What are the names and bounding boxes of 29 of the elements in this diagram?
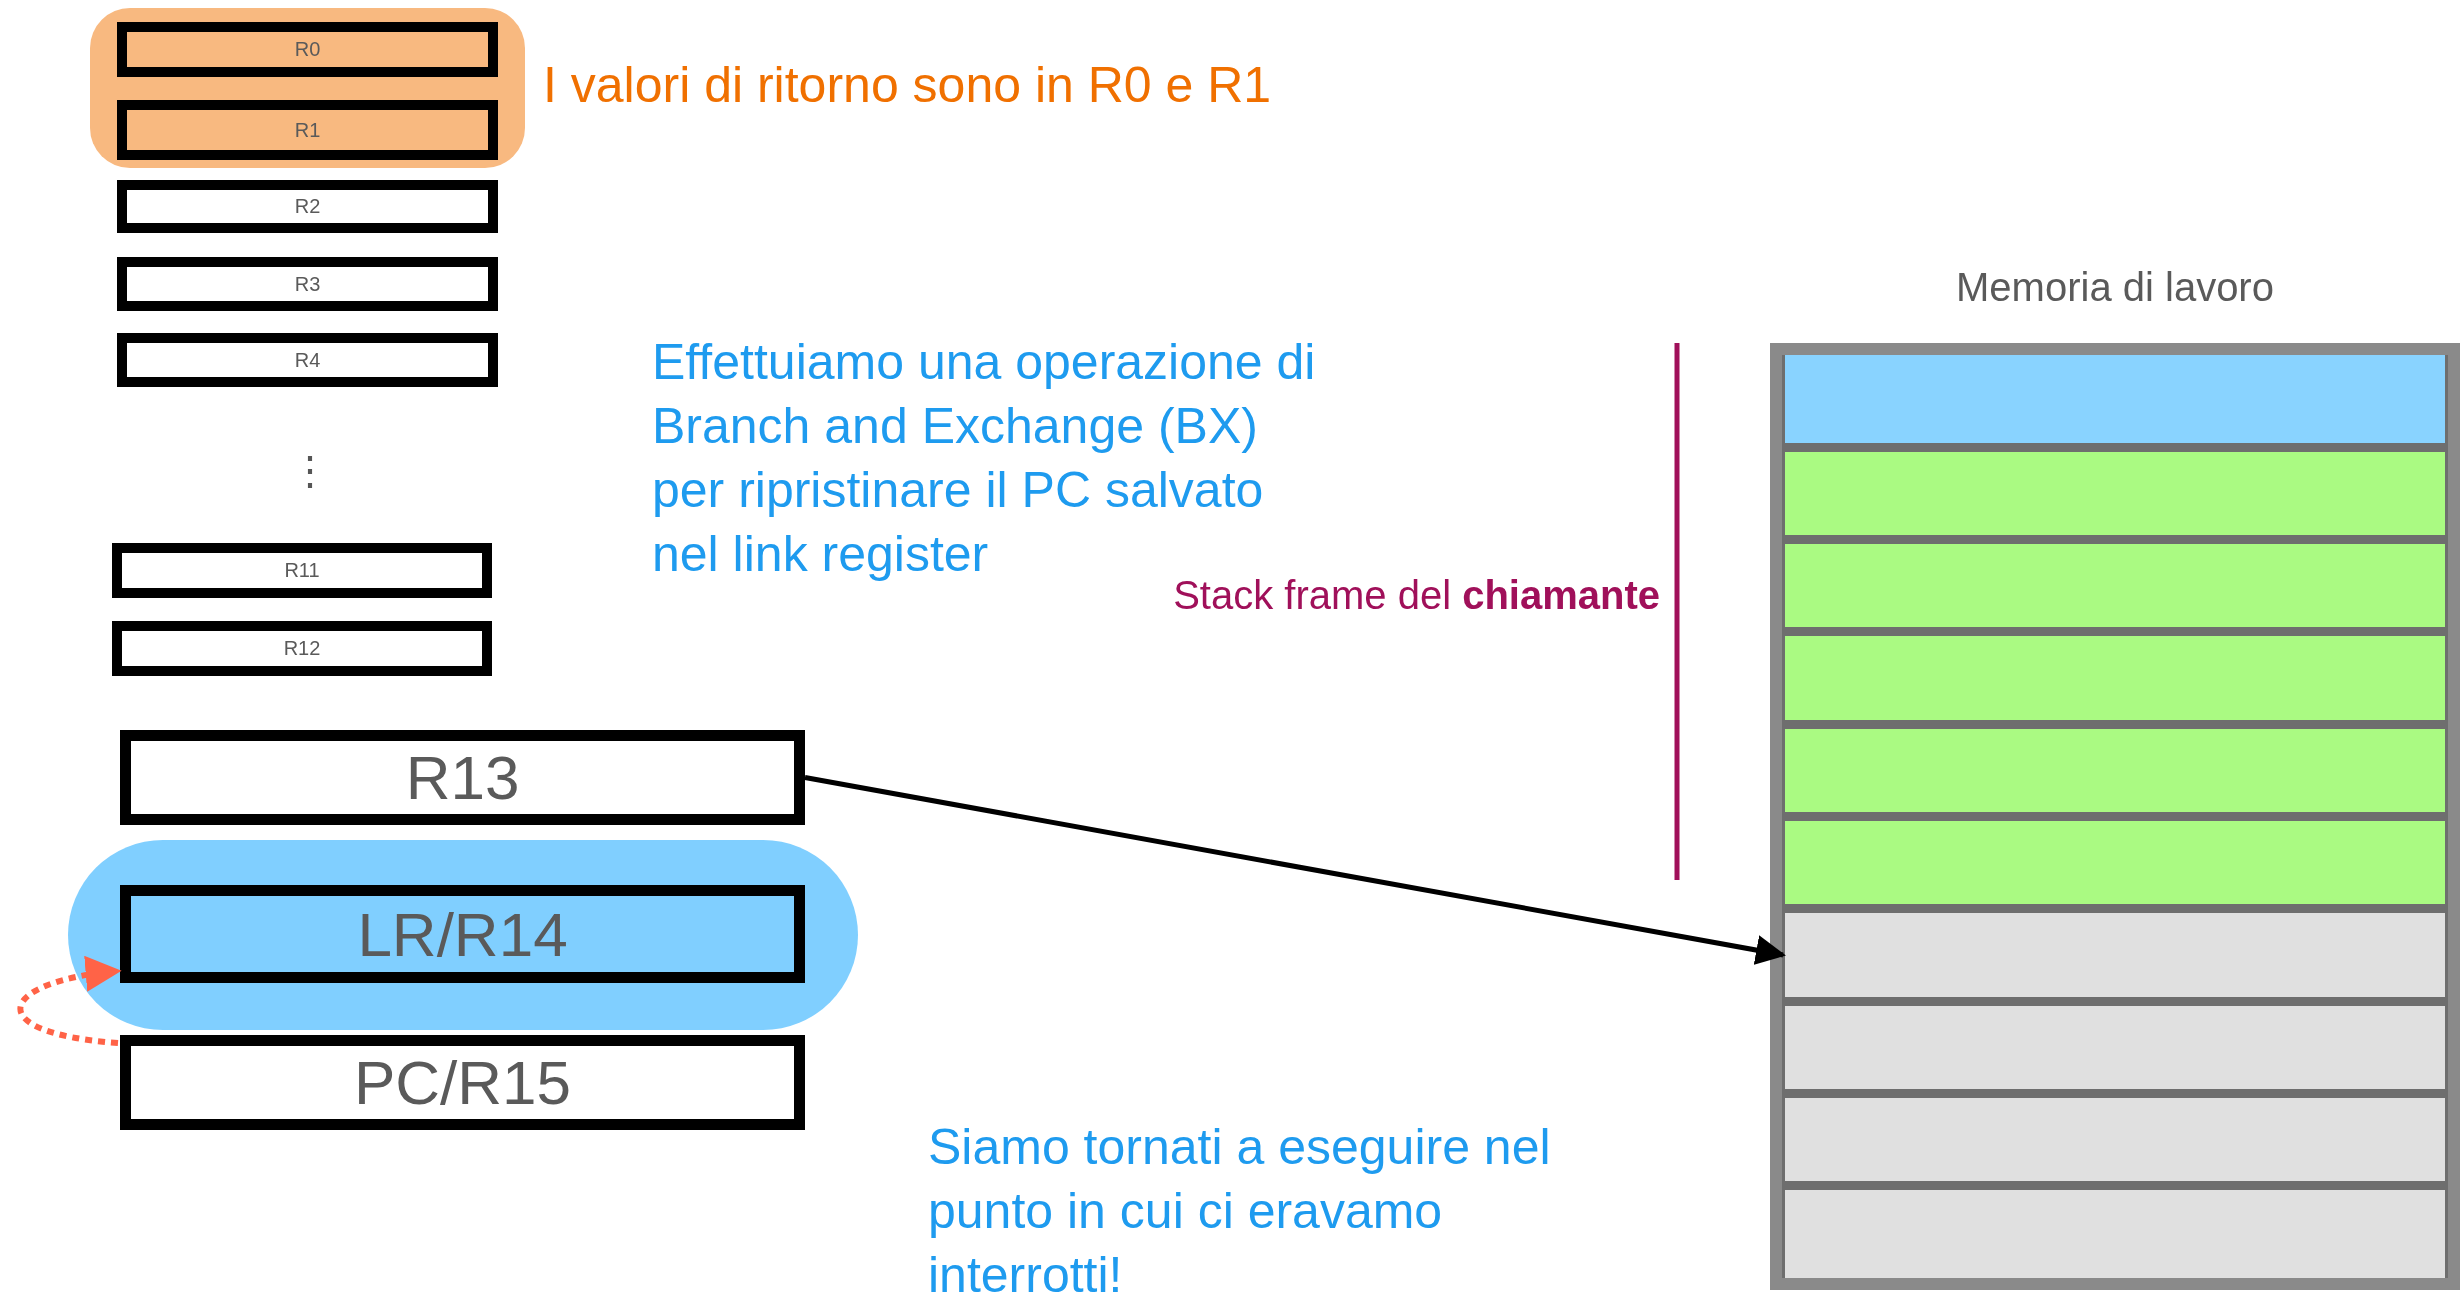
register-box: R0 <box>117 22 498 77</box>
register-box: R3 <box>117 257 498 311</box>
memory-cell <box>1785 544 2445 628</box>
memory-cell <box>1785 1190 2445 1278</box>
memory-cell <box>1785 636 2445 720</box>
register-box: LR/R14 <box>120 885 805 983</box>
register-box: R13 <box>120 730 805 825</box>
memory-cell <box>1785 1005 2445 1089</box>
register-box: R1 <box>117 100 498 160</box>
bracket-label: Stack frame del chiamante <box>1173 572 1660 619</box>
arrow <box>17 956 122 1046</box>
memory-cell <box>1785 728 2445 812</box>
highlight-band <box>90 8 525 168</box>
memory-title: Memoria di lavoro <box>1955 265 2275 310</box>
register-box: PC/R15 <box>120 1035 805 1130</box>
ellipsis-mark: ⋮ <box>290 447 330 494</box>
note-text: Siamo tornati a eseguire nel punto in cui ci eravamo interrotti! <box>928 1118 1552 1294</box>
register-box: R2 <box>117 180 498 233</box>
memory-cell <box>1785 913 2445 997</box>
arrow <box>804 775 1786 965</box>
memory-cell <box>1785 821 2445 905</box>
register-box: R11 <box>112 543 492 598</box>
memory-cell <box>1785 355 2445 443</box>
memory-cell <box>1785 1097 2445 1182</box>
memory-cell <box>1785 451 2445 536</box>
note-text: I valori di ritorno sono in R0 e R1 <box>543 56 1272 114</box>
memory-block <box>1770 343 2460 1290</box>
register-box: R12 <box>112 621 492 676</box>
register-box: R4 <box>117 333 498 387</box>
